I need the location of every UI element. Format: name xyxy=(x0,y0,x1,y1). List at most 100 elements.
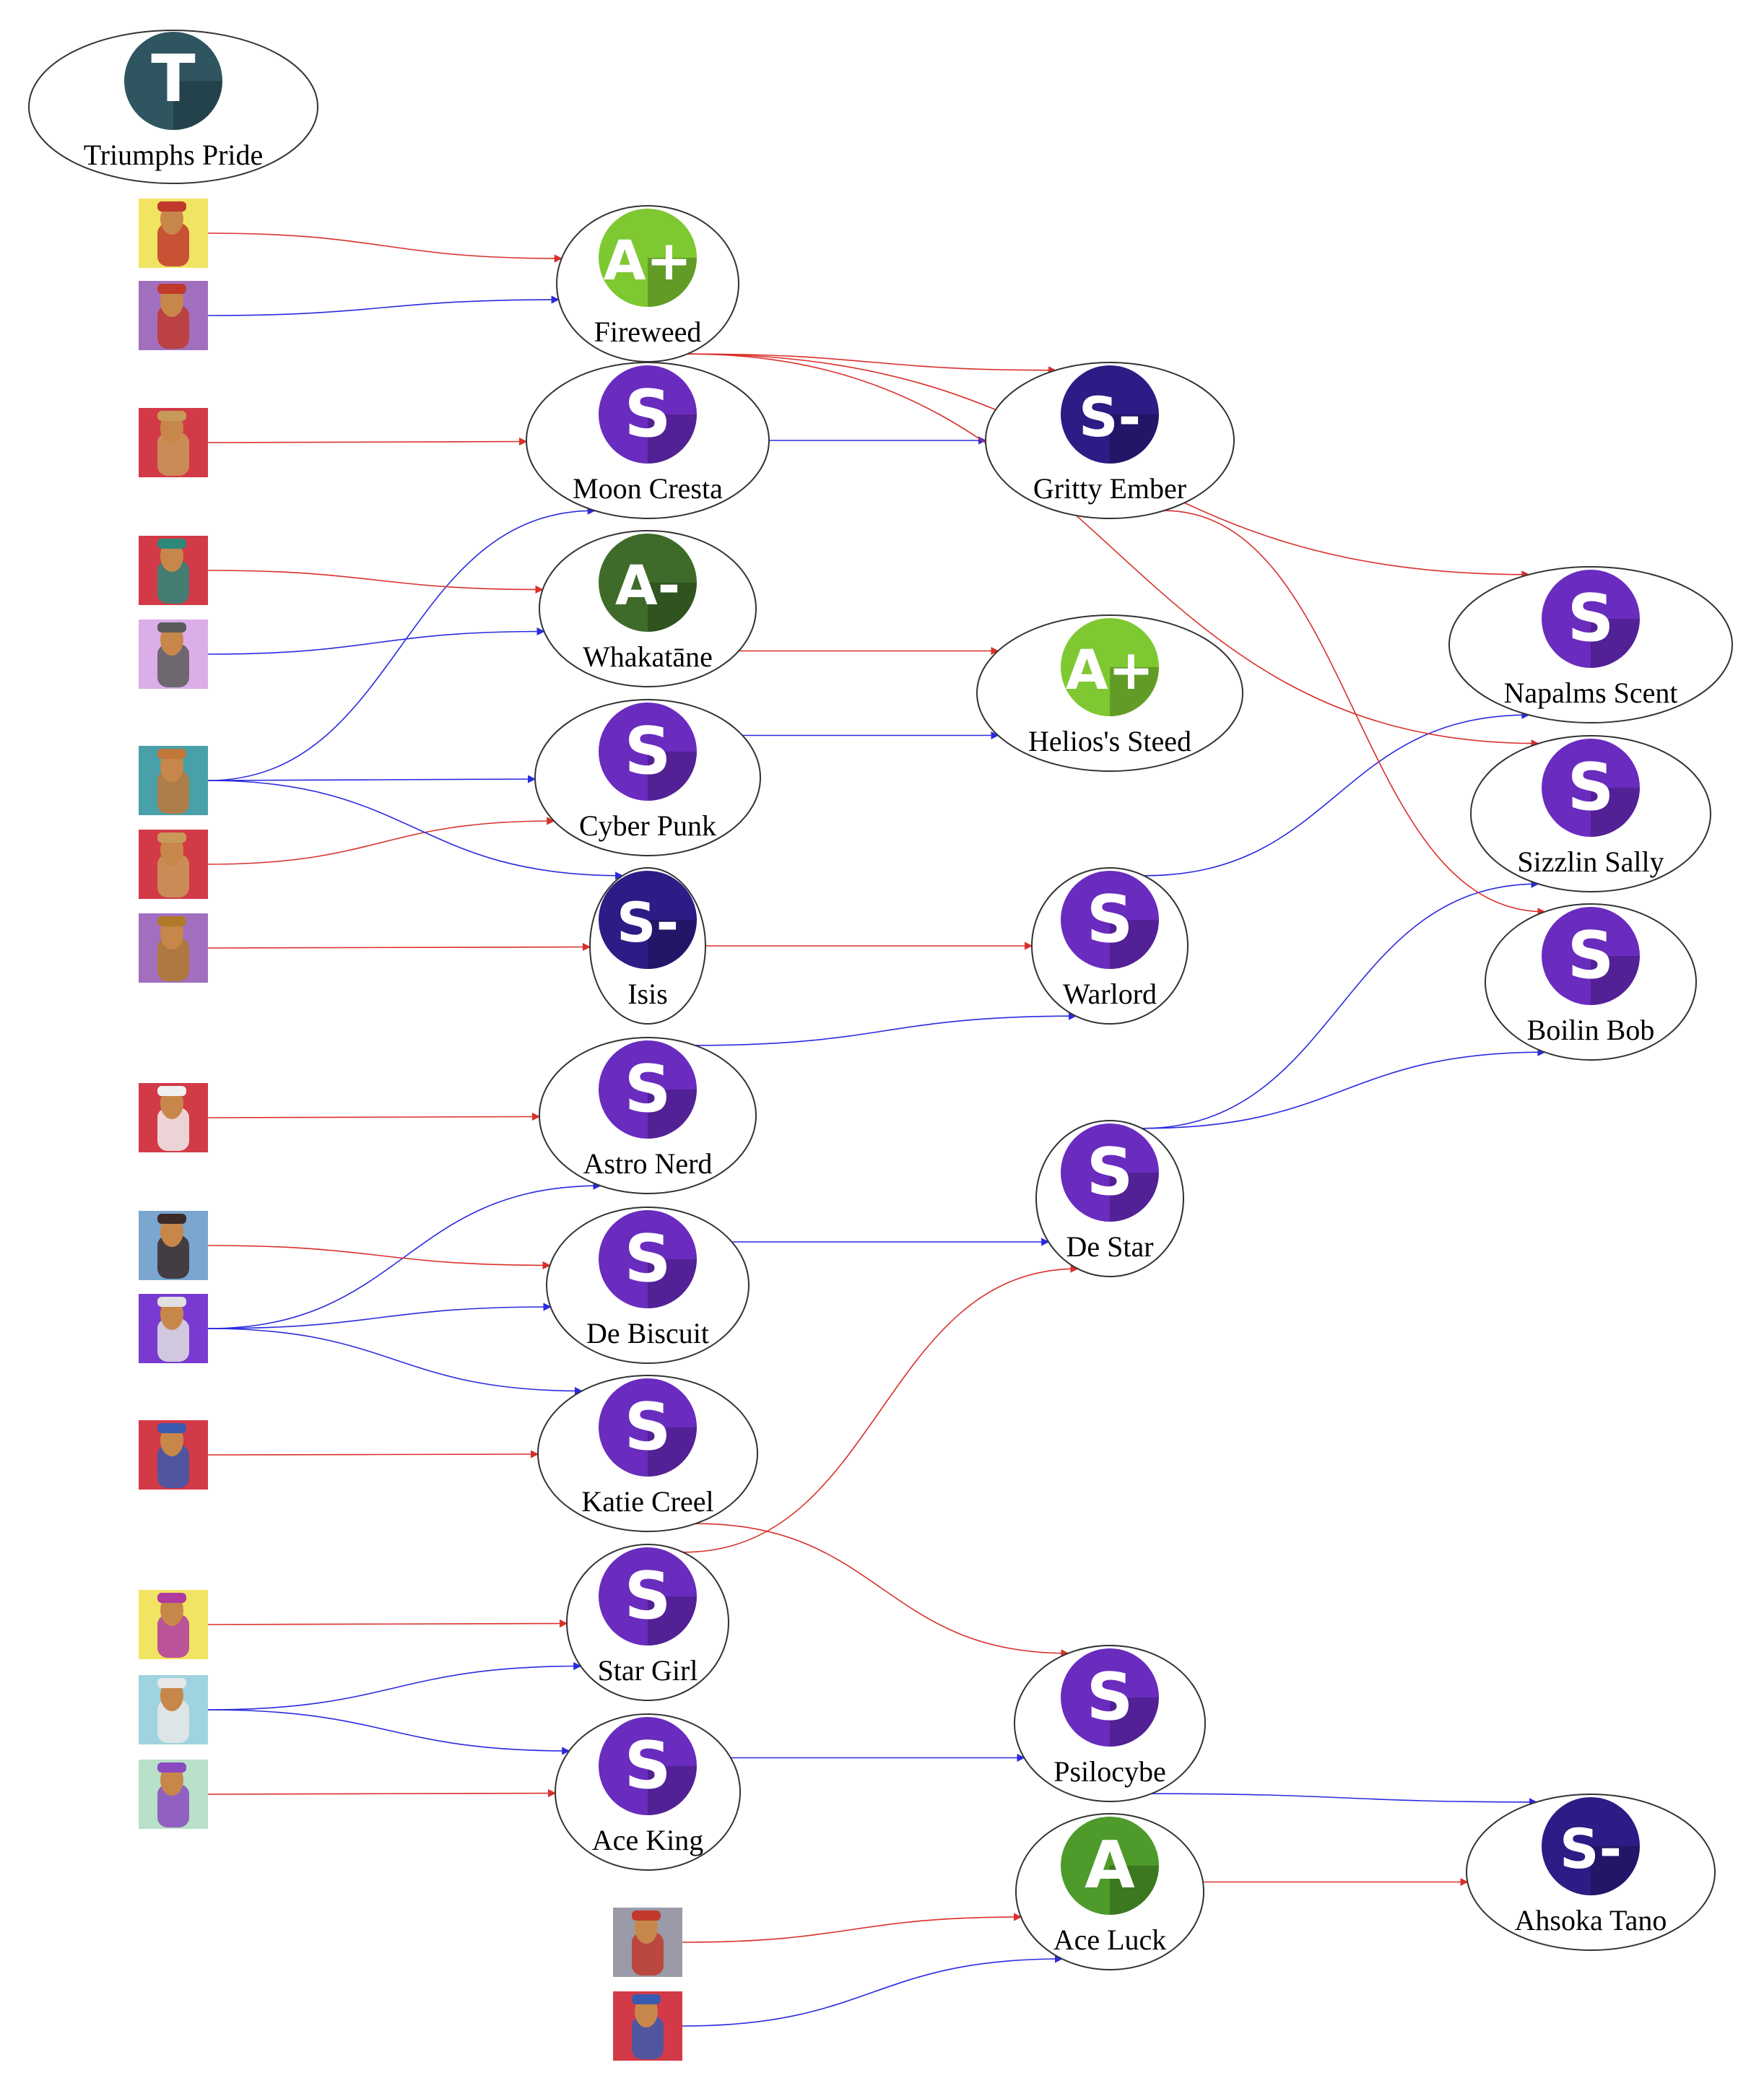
grade-badge-letter: S xyxy=(1087,1134,1134,1210)
grade-badge-icon xyxy=(599,1547,697,1646)
edge-psilocybe-to-ahsoka-tano xyxy=(1151,1793,1538,1807)
parent-thumbnail[interactable] xyxy=(613,1991,682,2061)
grade-badge-icon xyxy=(1542,907,1640,1005)
title-node-label: Triumphs Pride xyxy=(84,139,264,171)
parent-thumbnail[interactable] xyxy=(139,408,208,477)
parent-thumbnail[interactable] xyxy=(139,1211,208,1280)
grade-badge-shadow xyxy=(1110,1697,1159,1747)
horse-node-fireweed[interactable]: A+Fireweed xyxy=(556,205,739,362)
grade-badge-letter: S xyxy=(1087,882,1134,957)
edge-fireweed-to-gritty-ember xyxy=(687,353,1057,375)
edge-p3-to-moon-cresta xyxy=(207,437,528,446)
grade-badge-shadow xyxy=(648,414,697,464)
grade-badge-letter: S xyxy=(1568,749,1615,825)
grade-badge-shadow xyxy=(1110,920,1159,969)
edge-warlord-to-napalms-scent xyxy=(1144,710,1530,877)
horse-body-icon xyxy=(157,1784,189,1827)
grade-badge-shadow xyxy=(648,1766,697,1815)
horse-body-icon xyxy=(157,223,189,266)
edge-p7-to-cyber-punk xyxy=(207,817,555,865)
grade-badge-shadow xyxy=(1110,1866,1159,1915)
parent-thumbnail[interactable] xyxy=(139,830,208,899)
grade-badge-letter: S xyxy=(625,1558,672,1634)
parent-thumbnail[interactable] xyxy=(139,281,208,350)
grade-badge-icon xyxy=(1542,739,1640,837)
thumbnails-layer xyxy=(139,199,682,2061)
edge-p4-to-whakatane xyxy=(207,570,544,594)
horse-body-icon xyxy=(157,1235,189,1279)
grade-badge-icon xyxy=(599,703,697,801)
grade-badge-letter: S xyxy=(1568,581,1615,656)
node-label: Astro Nerd xyxy=(583,1147,713,1180)
horse-hat-icon xyxy=(157,749,186,759)
horse-body-icon xyxy=(632,1932,664,1975)
grade-badge-shadow xyxy=(648,1596,697,1646)
horse-node-isis[interactable]: S-Isis xyxy=(589,867,706,1025)
node-label: Sizzlin Sally xyxy=(1517,845,1664,878)
grade-badge-letter: A+ xyxy=(1066,638,1155,702)
grade-badge-icon xyxy=(599,1717,697,1815)
horse-hat-icon xyxy=(157,1214,186,1224)
edge-fireweed-to-sizzlin-sally xyxy=(687,353,1539,748)
edge-p6-to-isis xyxy=(207,780,624,880)
grade-badge-shadow xyxy=(648,1090,697,1139)
horse-node-helios-steed[interactable]: A+Helios's Steed xyxy=(976,614,1243,772)
grade-badge-icon xyxy=(599,534,697,632)
parent-thumbnail[interactable] xyxy=(139,1083,208,1152)
horse-hat-icon xyxy=(157,916,186,926)
horse-body-icon xyxy=(632,2016,664,2059)
horse-node-ahsoka-tano[interactable]: S-Ahsoka Tano xyxy=(1466,1794,1716,1951)
horse-hat-icon xyxy=(157,833,186,843)
parent-thumbnail[interactable] xyxy=(139,1760,208,1829)
horse-node-whakatane[interactable]: A-Whakatāne xyxy=(539,530,757,687)
edge-p11-to-astro-nerd xyxy=(207,1181,601,1329)
grade-badge-icon xyxy=(599,1210,697,1308)
horse-node-de-star[interactable]: SDe Star xyxy=(1035,1120,1184,1277)
horse-node-sizzlin-sally[interactable]: S Sizzlin Sally xyxy=(1470,735,1711,892)
edge-p13-to-star-girl xyxy=(207,1619,568,1628)
parent-thumbnail[interactable] xyxy=(139,1420,208,1490)
grade-badge-shadow xyxy=(648,920,697,969)
grade-badge-icon xyxy=(1061,365,1159,464)
edge-star-girl-to-de-star xyxy=(682,1264,1079,1553)
parent-thumbnail[interactable] xyxy=(139,536,208,605)
node-label: Ace Luck xyxy=(1053,1923,1167,1956)
grade-badge-shadow xyxy=(1591,1846,1640,1895)
horse-body-icon xyxy=(157,938,189,981)
parent-thumbnail[interactable] xyxy=(139,1590,208,1659)
parent-thumbnail[interactable] xyxy=(139,199,208,268)
edge-p14-to-ace-king xyxy=(207,1709,570,1755)
horse-node-gritty-ember[interactable]: S-Gritty Ember xyxy=(985,362,1235,519)
node-label: Isis xyxy=(627,978,668,1010)
parent-thumbnail[interactable] xyxy=(139,1675,208,1744)
horse-node-warlord[interactable]: S Warlord xyxy=(1031,867,1189,1025)
parent-thumbnail[interactable] xyxy=(139,1294,208,1363)
parent-thumbnail[interactable] xyxy=(139,620,208,689)
grade-badge-icon xyxy=(599,365,697,464)
node-label: Warlord xyxy=(1063,978,1157,1010)
horse-hat-icon xyxy=(157,1086,186,1096)
horse-body-icon xyxy=(157,1445,189,1488)
edge-p10-to-de-biscuit xyxy=(207,1245,551,1270)
grade-badge-icon xyxy=(1061,618,1159,716)
grade-badge-icon xyxy=(1061,871,1159,969)
horse-node-de-biscuit[interactable]: SDe Biscuit xyxy=(546,1207,750,1364)
parent-thumbnail[interactable] xyxy=(139,746,208,815)
parent-thumbnail[interactable] xyxy=(139,913,208,983)
title-badge-shadow xyxy=(173,81,222,130)
horse-hat-icon xyxy=(157,1593,186,1603)
horse-body-icon xyxy=(157,854,189,897)
parent-thumbnail[interactable] xyxy=(613,1908,682,1977)
title-node[interactable]: T Triumphs Pride xyxy=(28,30,318,184)
